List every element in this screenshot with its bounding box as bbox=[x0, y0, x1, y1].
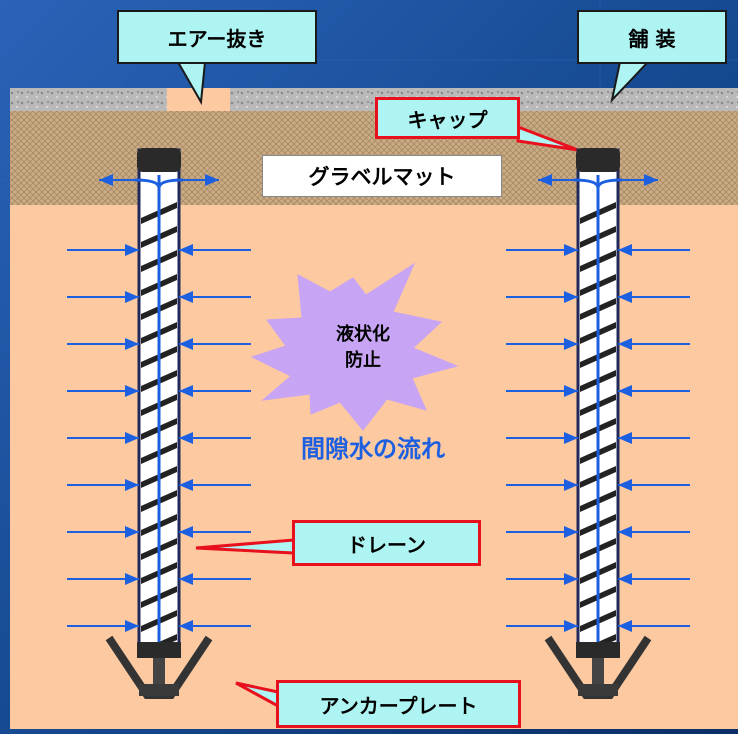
cap-callout: キャップ bbox=[375, 97, 520, 139]
cap-label: キャップ bbox=[407, 107, 488, 132]
left-inflow-arrow-left bbox=[67, 432, 139, 444]
right-inflow-arrow-left bbox=[506, 291, 578, 303]
left-inflow-arrow-right bbox=[179, 244, 251, 256]
right-inflow-arrow-right bbox=[618, 526, 690, 538]
left-inflow-arrow-left bbox=[67, 385, 139, 397]
right-inflow-arrow-left bbox=[506, 385, 578, 397]
left-inflow-arrow-left bbox=[67, 526, 139, 538]
left-inflow-arrow-right bbox=[179, 479, 251, 491]
right-inflow-arrow-left bbox=[506, 573, 578, 585]
pavement-layer bbox=[10, 88, 738, 111]
liquefaction-label-line2: 防止 bbox=[345, 350, 381, 371]
left-inflow-arrow-right bbox=[179, 338, 251, 350]
right-inflow-arrow-left bbox=[506, 432, 578, 444]
right-inflow-arrow-left bbox=[506, 620, 578, 632]
air-release-label: エアー抜き bbox=[167, 26, 267, 51]
pore-water-flow-label-box: 間隙水の流れ bbox=[262, 426, 484, 466]
right-inflow-arrow-right bbox=[618, 573, 690, 585]
right-inflow-arrow-right bbox=[618, 244, 690, 256]
liquefaction-burst bbox=[250, 262, 459, 431]
right-inflow-arrow-right bbox=[618, 385, 690, 397]
pavement-label: 舗 装 bbox=[628, 26, 676, 51]
liquefaction-text: 液状化 防止 bbox=[313, 313, 413, 383]
pavement-callout: 舗 装 bbox=[577, 10, 727, 64]
gravel-mat-label-box: グラベルマット bbox=[262, 155, 502, 197]
pore-water-flow-label: 間隙水の流れ bbox=[301, 434, 445, 463]
right-inflow-arrow-left bbox=[506, 526, 578, 538]
right-inflow-arrow-right bbox=[618, 432, 690, 444]
left-inflow-arrow-right bbox=[179, 526, 251, 538]
left-inflow-arrow-right bbox=[179, 620, 251, 632]
right-inflow-arrow-right bbox=[618, 620, 690, 632]
right-gravel-arrow-left bbox=[538, 174, 576, 186]
left-inflow-arrow-left bbox=[67, 244, 139, 256]
left-inflow-arrow-left bbox=[67, 620, 139, 632]
left-inflow-arrow-right bbox=[179, 385, 251, 397]
left-inflow-arrow-right bbox=[179, 573, 251, 585]
right-inflow-arrow-left bbox=[506, 338, 578, 350]
left-drain bbox=[99, 148, 219, 699]
left-inflow-arrow-right bbox=[179, 291, 251, 303]
right-inflow-arrow-right bbox=[618, 338, 690, 350]
right-cap bbox=[576, 148, 620, 172]
left-inflow-arrow-left bbox=[67, 338, 139, 350]
left-inflow-arrow-left bbox=[67, 291, 139, 303]
liquefaction-label-line1: 液状化 bbox=[336, 323, 390, 345]
left-inflow-arrow-left bbox=[67, 573, 139, 585]
gravel-mat-label: グラベルマット bbox=[308, 165, 456, 189]
air-release-callout: エアー抜き bbox=[117, 10, 317, 64]
left-gravel-arrow-left bbox=[99, 174, 137, 186]
left-inflow-arrow-right bbox=[179, 432, 251, 444]
drain-label: ドレーン bbox=[347, 532, 426, 557]
left-cap bbox=[137, 148, 181, 172]
right-inflow-arrow-right bbox=[618, 291, 690, 303]
right-inflow-arrow-left bbox=[506, 479, 578, 491]
right-inflow-arrow-right bbox=[618, 479, 690, 491]
anchor-plate-callout: アンカープレート bbox=[276, 680, 521, 728]
right-gravel-arrow-right bbox=[620, 174, 658, 186]
anchor-plate-label: アンカープレート bbox=[319, 693, 478, 718]
left-gravel-arrow-right bbox=[181, 174, 219, 186]
right-inflow-arrow-left bbox=[506, 244, 578, 256]
left-inflow-arrow-left bbox=[67, 479, 139, 491]
right-drain bbox=[538, 148, 658, 699]
drain-callout: ドレーン bbox=[292, 520, 481, 566]
